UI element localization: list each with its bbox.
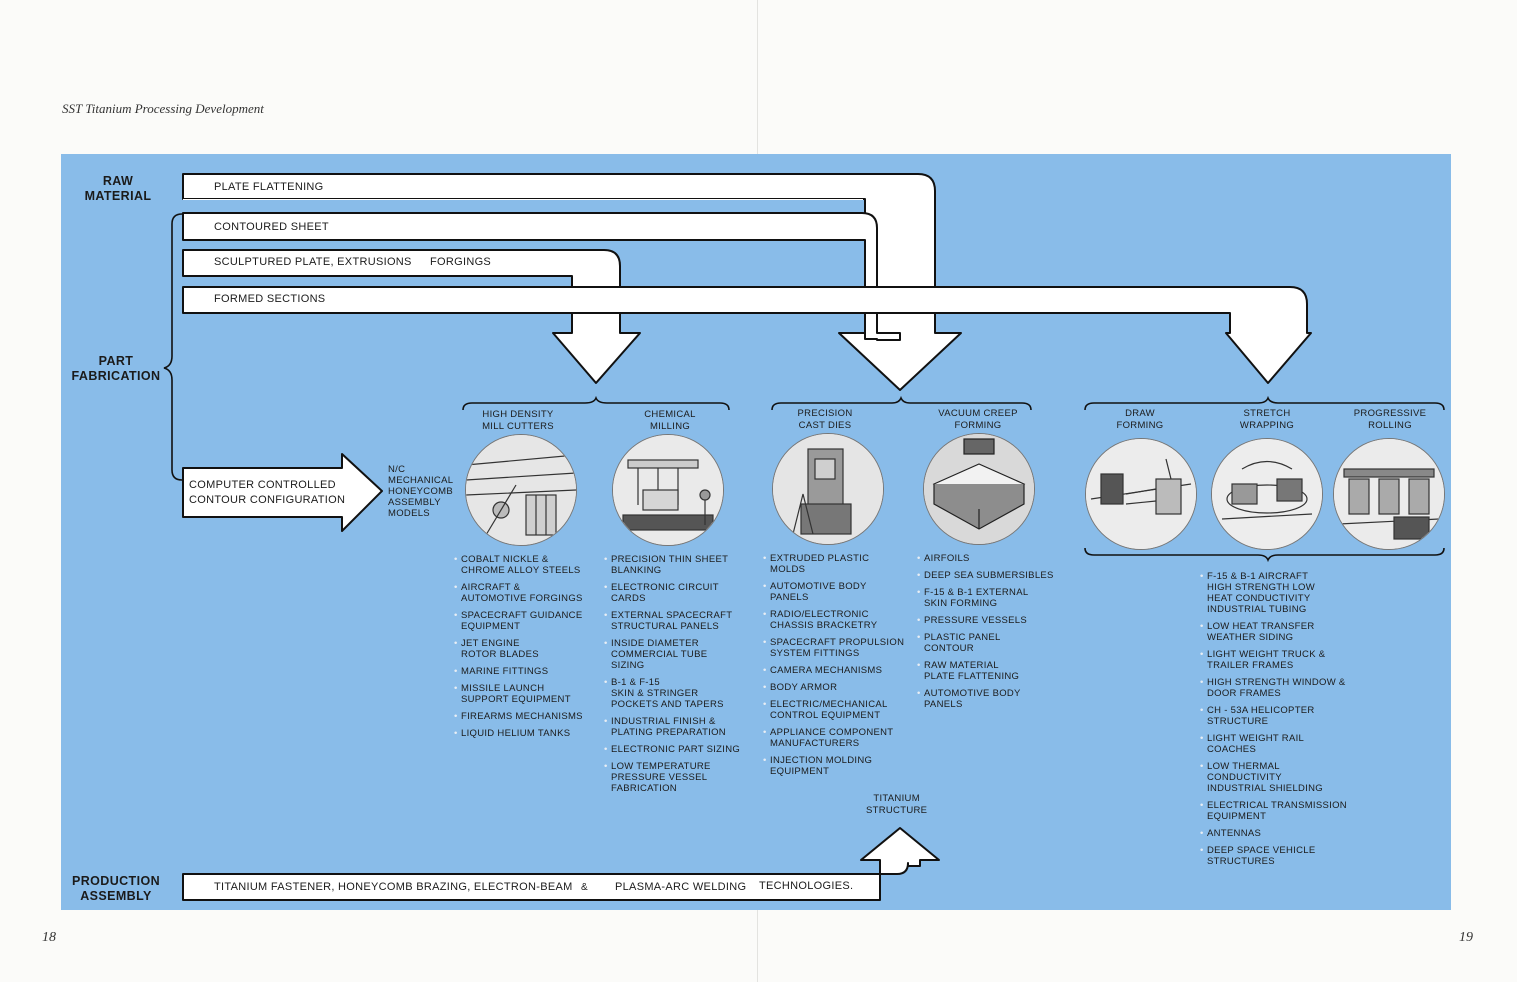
- application-item: ELECTRICAL TRANSMISSION EQUIPMENT: [1200, 800, 1360, 822]
- application-item: CAMERA MECHANISMS: [763, 665, 913, 676]
- application-item: LIQUID HELIUM TANKS: [454, 728, 604, 739]
- application-item: MISSILE LAUNCH SUPPORT EQUIPMENT: [454, 683, 604, 705]
- titanium-structure-label: TITANIUM STRUCTURE: [866, 793, 928, 816]
- application-item: RAW MATERIAL PLATE FLATTENING: [917, 660, 1067, 682]
- application-item: AIRCRAFT & AUTOMOTIVE FORGINGS: [454, 582, 604, 604]
- application-item: SPACECRAFT GUIDANCE EQUIPMENT: [454, 610, 604, 632]
- nc-models-label: N/C MECHANICAL HONEYCOMB ASSEMBLY MODELS: [388, 464, 454, 519]
- process-label-draw: DRAW FORMING: [1116, 408, 1164, 431]
- application-item: BODY ARMOR: [763, 682, 913, 693]
- chemical-milling-photo: [612, 434, 724, 546]
- application-item: AUTOMOTIVE BODY PANELS: [763, 581, 913, 603]
- flow-plate-flattening: PLATE FLATTENING: [214, 181, 324, 193]
- application-item: F-15 & B-1 EXTERNAL SKIN FORMING: [917, 587, 1067, 609]
- application-item: ANTENNAS: [1200, 828, 1360, 839]
- application-item: F-15 & B-1 AIRCRAFT HIGH STRENGTH LOW HE…: [1200, 571, 1360, 615]
- application-item: LOW HEAT TRANSFER WEATHER SIDING: [1200, 621, 1360, 643]
- application-item: AUTOMOTIVE BODY PANELS: [917, 688, 1067, 710]
- application-item: EXTRUDED PLASTIC MOLDS: [763, 553, 913, 575]
- application-item: RADIO/ELECTRONIC CHASSIS BRACKETRY: [763, 609, 913, 631]
- stretch-wrapping-photo: [1211, 438, 1323, 550]
- contoured-sheet-arrow: [182, 212, 901, 341]
- application-item: HIGH STRENGTH WINDOW & DOOR FRAMES: [1200, 677, 1360, 699]
- brace-forming-bottom: [1084, 547, 1445, 563]
- production-text-b: PLASMA-ARC WELDING: [615, 881, 747, 893]
- application-item: SPACECRAFT PROPULSION SYSTEM FITTINGS: [763, 637, 913, 659]
- process-label-mill: HIGH DENSITY MILL CUTTERS: [482, 409, 554, 432]
- application-item: LOW THERMAL CONDUCTIVITY INDUSTRIAL SHIE…: [1200, 761, 1360, 794]
- production-assembly-arrow: [182, 827, 940, 901]
- computer-controlled-arrow: [182, 453, 383, 532]
- page-number-right: 19: [1459, 930, 1473, 945]
- application-item: MARINE FITTINGS: [454, 666, 604, 677]
- stage-production-assembly: PRODUCTION ASSEMBLY: [71, 874, 161, 903]
- sculptured-plate-arrow: [182, 249, 641, 384]
- production-text-a: TITANIUM FASTENER, HONEYCOMB BRAZING, EL…: [214, 881, 573, 893]
- process-label-vacuum: VACUUM CREEP FORMING: [938, 408, 1018, 431]
- application-item: B-1 & F-15 SKIN & STRINGER POCKETS AND T…: [604, 677, 754, 710]
- application-item: CH - 53A HELICOPTER STRUCTURE: [1200, 705, 1360, 727]
- application-item: PRESSURE VESSELS: [917, 615, 1067, 626]
- draw-forming-photo: [1085, 438, 1197, 550]
- production-text-c: TECHNOLOGIES.: [759, 880, 854, 892]
- application-item: COBALT NICKLE & CHROME ALLOY STEELS: [454, 554, 604, 576]
- application-item: EXTERNAL SPACECRAFT STRUCTURAL PANELS: [604, 610, 754, 632]
- flow-contoured-sheet: CONTOURED SHEET: [214, 221, 329, 233]
- application-item: ELECTRONIC CIRCUIT CARDS: [604, 582, 754, 604]
- application-item: JET ENGINE ROTOR BLADES: [454, 638, 604, 660]
- flow-sculptured-plate: SCULPTURED PLATE, EXTRUSIONS: [214, 256, 412, 268]
- application-item: FIREARMS MECHANISMS: [454, 711, 604, 722]
- application-item: DEEP SEA SUBMERSIBLES: [917, 570, 1067, 581]
- application-item: AIRFOILS: [917, 553, 1067, 564]
- process-label-rolling: PROGRESSIVE ROLLING: [1353, 408, 1427, 431]
- application-item: ELECTRONIC PART SIZING: [604, 744, 754, 755]
- progressive-rolling-photo: [1333, 438, 1445, 550]
- page-number-left: 18: [42, 930, 56, 945]
- application-item: PLASTIC PANEL CONTOUR: [917, 632, 1067, 654]
- application-item: DEEP SPACE VEHICLE STRUCTURES: [1200, 845, 1360, 867]
- application-item: PRECISION THIN SHEET BLANKING: [604, 554, 754, 576]
- process-label-chemical: CHEMICAL MILLING: [644, 409, 696, 432]
- applications-vacuum: AIRFOILS DEEP SEA SUBMERSIBLES F-15 & B-1 …: [917, 553, 1067, 716]
- application-item: INJECTION MOLDING EQUIPMENT: [763, 755, 913, 777]
- process-label-stretch: STRETCH WRAPPING: [1239, 408, 1295, 431]
- vacuum-creep-photo: [923, 433, 1035, 545]
- stage-part-fabrication: PART FABRICATION: [71, 354, 161, 383]
- applications-forming: F-15 & B-1 AIRCRAFT HIGH STRENGTH LOW HE…: [1200, 571, 1360, 873]
- formed-sections-arrow: [182, 286, 1312, 384]
- flow-formed-sections: FORMED SECTIONS: [214, 293, 326, 305]
- application-item: LIGHT WEIGHT RAIL COACHES: [1200, 733, 1360, 755]
- process-label-cast: PRECISION CAST DIES: [797, 408, 853, 431]
- production-text-amp: &: [581, 882, 588, 893]
- application-item: INDUSTRIAL FINISH & PLATING PREPARATION: [604, 716, 754, 738]
- applications-cast: EXTRUDED PLASTIC MOLDS AUTOMOTIVE BODY PA…: [763, 553, 913, 783]
- application-item: LOW TEMPERATURE PRESSURE VESSEL FABRICAT…: [604, 761, 754, 794]
- application-item: INSIDE DIAMETER COMMERCIAL TUBE SIZING: [604, 638, 754, 671]
- flow-computer-controlled: COMPUTER CONTROLLED CONTOUR CONFIGURATIO…: [189, 479, 346, 506]
- application-item: APPLIANCE COMPONENT MANUFACTURERS: [763, 727, 913, 749]
- applications-chemical: PRECISION THIN SHEET BLANKING ELECTRONIC …: [604, 554, 754, 800]
- application-item: ELECTRIC/MECHANICAL CONTROL EQUIPMENT: [763, 699, 913, 721]
- stage-raw-material: RAW MATERIAL: [84, 174, 152, 203]
- plate-flattening-arrow: [182, 173, 962, 391]
- brace-cast-vacuum: [771, 395, 1032, 411]
- brace-mill-chemical: [462, 395, 730, 411]
- cast-dies-photo: [772, 433, 884, 545]
- brace-forming: [1084, 395, 1445, 411]
- part-fabrication-brace: [163, 213, 183, 481]
- applications-mill: COBALT NICKLE & CHROME ALLOY STEELS AIRCR…: [454, 554, 604, 745]
- document-title: SST Titanium Processing Development: [62, 101, 264, 116]
- application-item: LIGHT WEIGHT TRUCK & TRAILER FRAMES: [1200, 649, 1360, 671]
- mill-cutter-photo: [465, 434, 577, 546]
- flow-forgings: FORGINGS: [430, 256, 492, 268]
